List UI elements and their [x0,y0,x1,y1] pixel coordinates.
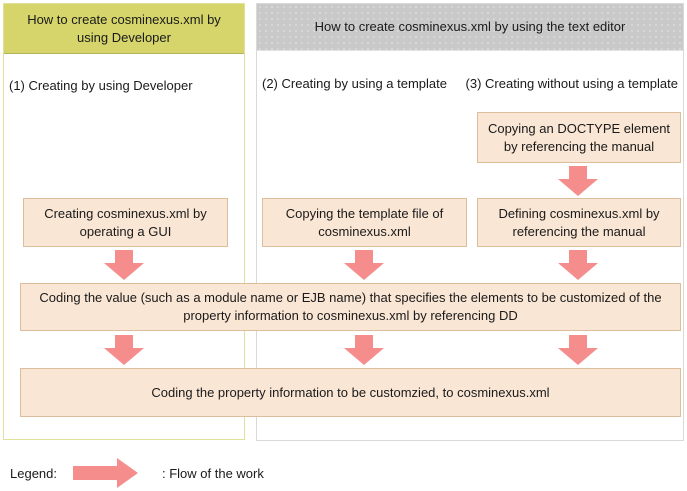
text-editor-method-row: (2) Creating by using a template (3) Cre… [257,51,683,91]
text-editor-panel-title: How to create cosminexus.xml by using th… [314,19,626,35]
step-coding-property: Coding the property information to be cu… [20,368,681,417]
legend-label: Legend: [10,465,57,481]
developer-panel-header: How to create cosminexus.xml by using De… [4,4,244,54]
step-create-by-gui-label: Creating cosminexus.xml by operating a G… [44,205,207,239]
developer-panel-title: How to create cosminexus.xml by using De… [27,11,221,45]
flow-arrow-down-icon [104,250,144,280]
method-3-label: (3) Creating without using a template [465,76,678,91]
flow-arrow-down-icon [104,335,144,365]
step-coding-property-label: Coding the property information to be cu… [151,384,550,400]
flow-arrow-down-icon [344,335,384,365]
step-create-by-gui: Creating cosminexus.xml by operating a G… [23,198,228,247]
flow-arrow-down-icon [558,166,598,196]
step-copy-template: Copying the template file of cosminexus.… [262,198,467,247]
step-define-manual: Defining cosminexus.xml by referencing t… [477,198,681,247]
flow-arrow-right-icon [73,458,138,488]
step-coding-value-label: Coding the value (such as a module name … [39,290,662,323]
step-coding-value: Coding the value (such as a module name … [20,283,681,331]
method-1-label: (1) Creating by using Developer [9,78,193,93]
method-2-label: (2) Creating by using a template [262,76,447,91]
flow-arrow-down-icon [344,250,384,280]
text-editor-panel-header: How to create cosminexus.xml by using th… [257,4,683,51]
legend-meaning: : Flow of the work [162,465,264,481]
legend: Legend: : Flow of the work [10,457,264,489]
step-copy-doctype: Copying an DOCTYPE element by referencin… [477,112,681,163]
step-copy-doctype-label: Copying an DOCTYPE element by referencin… [487,120,671,154]
flow-arrow-down-icon [558,335,598,365]
step-copy-template-label: Copying the template file of cosminexus.… [285,205,444,239]
flow-arrow-down-icon [558,250,598,280]
developer-method-row: (1) Creating by using Developer [4,54,244,93]
step-define-manual-label: Defining cosminexus.xml by referencing t… [498,205,660,239]
